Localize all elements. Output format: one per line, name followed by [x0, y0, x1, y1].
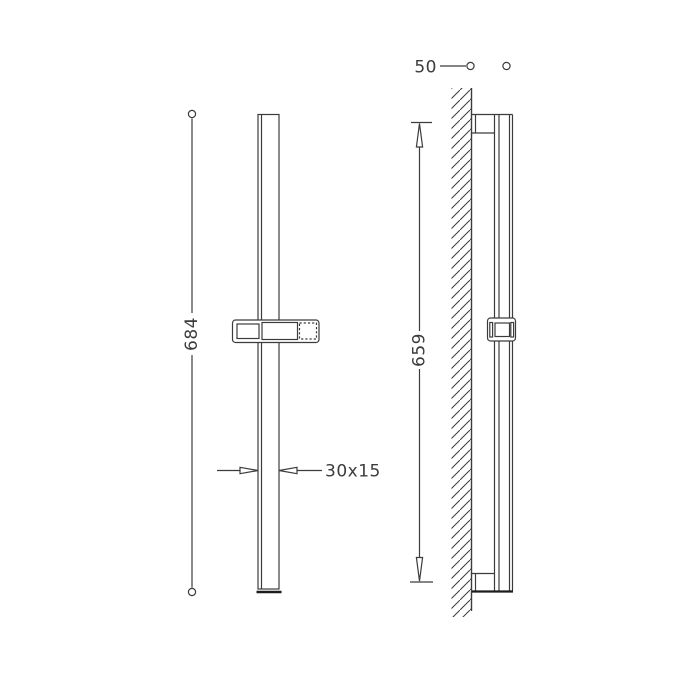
- slider-front: [231, 319, 320, 344]
- dimension-profile: 30x15: [217, 462, 381, 482]
- slider-front-center-block: [261, 321, 299, 341]
- dimension-endpoint-circle-top: [187, 109, 197, 119]
- wall-section: [451, 88, 473, 617]
- front-view: 684 30x15: [182, 109, 381, 597]
- bar-front: [256, 113, 282, 594]
- slider-side-left-rib: [489, 321, 494, 338]
- arrow-up-icon: [415, 123, 424, 148]
- side-view: 659 50: [410, 58, 517, 617]
- top-mount: [472, 113, 513, 134]
- reference-point-circle-wall: [466, 61, 475, 71]
- slider-front-right-block-hidden-edge: [298, 322, 318, 340]
- slider-front-left-block: [236, 323, 260, 340]
- slider-side: [486, 317, 517, 342]
- dimension-label-wall-offset: 50: [414, 58, 437, 78]
- bar-side: [472, 114, 514, 593]
- dimension-label-profile: 30x15: [325, 462, 381, 482]
- slider-side-center-block: [494, 322, 511, 338]
- arrow-down-icon: [415, 556, 424, 582]
- dimension-label-height-side: 659: [410, 333, 430, 367]
- reference-point-circle-bar: [502, 61, 511, 71]
- bar-front-outline: [257, 113, 280, 590]
- bottom-mount: [472, 572, 495, 591]
- dimension-height-front: 684: [182, 109, 202, 597]
- arrow-right-icon: [239, 466, 259, 475]
- slider-side-right-rib: [510, 321, 515, 338]
- dimension-label-height-front: 684: [182, 317, 202, 351]
- wall-hatch: [451, 88, 472, 617]
- dimension-height-side: 659: [410, 121, 433, 583]
- dimension-wall-offset: 50: [414, 58, 511, 78]
- arrow-left-icon: [278, 466, 298, 475]
- dimension-endpoint-circle-bottom: [187, 587, 197, 597]
